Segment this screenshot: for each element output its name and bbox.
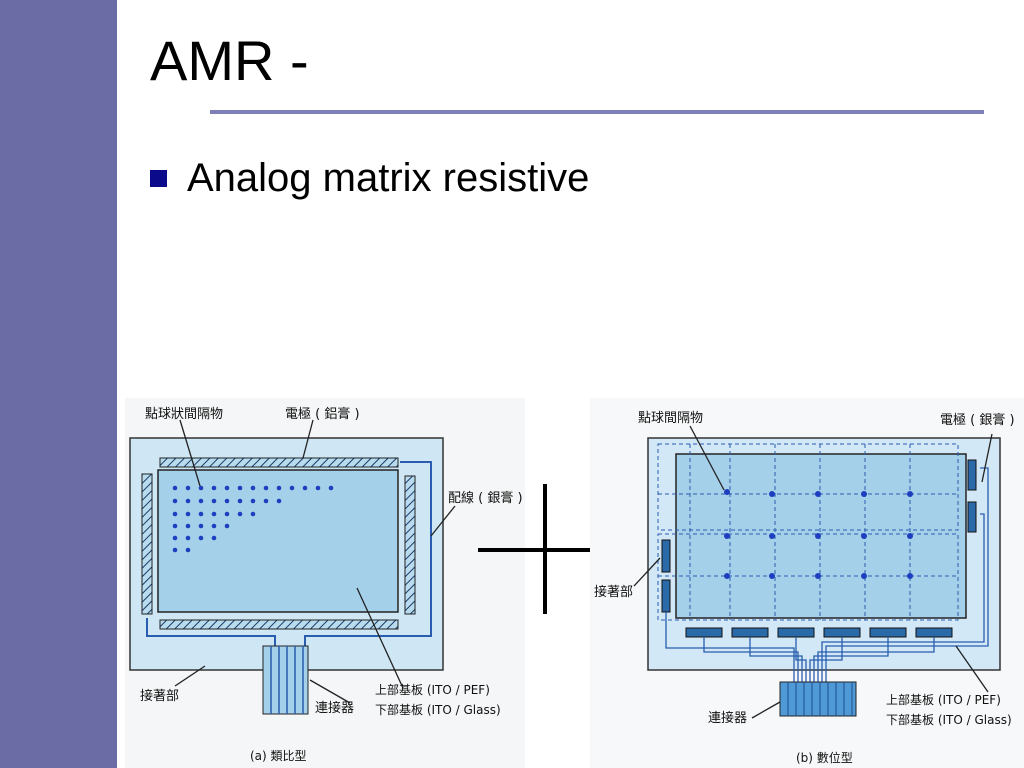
upper-substrate-label-a: 上部基板 (ITO / PEF) <box>375 682 490 697</box>
title-underline <box>210 110 984 114</box>
connector <box>779 681 857 717</box>
spacer-label-a: 點球狀間隔物 <box>145 407 223 422</box>
bottom-electrode <box>159 619 399 630</box>
caption-b: (b) 數位型 <box>796 750 853 765</box>
sidebar-band <box>0 0 117 768</box>
active-area <box>157 469 399 613</box>
digital-panel-diagram: 點球間隔物 電極 ( 銀膏 ) 接著部 連接器 上部基板 (ITO / PEF)… <box>590 398 1024 768</box>
right-electrode <box>404 475 416 615</box>
upper-substrate-label-b: 上部基板 (ITO / PEF) <box>886 692 1001 707</box>
adhesive-label-b: 接著部 <box>594 584 633 600</box>
wiring-line <box>304 461 432 648</box>
caption-a: (a) 類比型 <box>250 749 307 763</box>
spacer-dots <box>172 485 334 553</box>
connector <box>262 645 309 715</box>
lower-substrate-label-a: 下部基板 (ITO / Glass) <box>375 702 501 717</box>
bullet-item: Analog matrix resistive <box>150 156 589 201</box>
adhesive-label-a: 接著部 <box>140 688 179 704</box>
analog-panel-diagram: 點球狀間隔物 電極 ( 鋁膏 ) 配線 ( 銀膏 ) 接著部 連接器 上部基板 … <box>125 398 525 768</box>
wiring-label-a: 配線 ( 銀膏 ) <box>448 490 523 506</box>
matrix-grid <box>657 443 959 621</box>
spacer-label-b: 點球間隔物 <box>638 411 703 426</box>
electrode-label-b: 電極 ( 銀膏 ) <box>940 412 1015 428</box>
left-electrode <box>141 473 153 615</box>
connector-label-a: 連接器 <box>315 700 354 716</box>
square-bullet-icon <box>150 170 167 187</box>
electrode-label-a: 電極 ( 鋁膏 ) <box>285 406 360 422</box>
lower-substrate-label-b: 下部基板 (ITO / Glass) <box>886 712 1012 727</box>
bullet-text: Analog matrix resistive <box>187 156 590 200</box>
spacer-dots <box>724 489 913 579</box>
connector-label-b: 連接器 <box>708 710 747 726</box>
slide-title: AMR - <box>150 29 309 92</box>
top-electrode <box>159 457 399 468</box>
